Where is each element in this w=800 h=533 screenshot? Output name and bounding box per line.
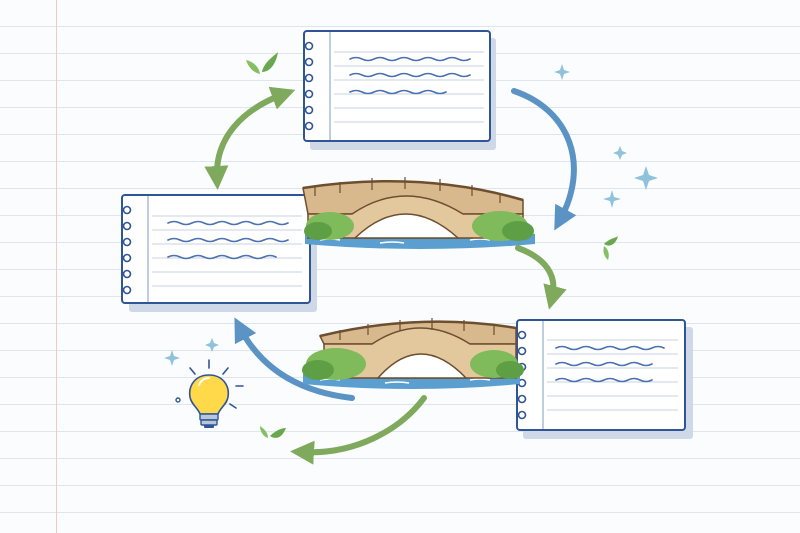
notebook-card-top: [303, 30, 496, 150]
arrow-bottom-curve-left: [290, 395, 427, 465]
leaf-icon: [603, 236, 618, 260]
sparkle-icon: [554, 64, 570, 80]
sparkle-icon: [613, 146, 627, 160]
arrow-top-to-left: [204, 86, 296, 190]
sparkle-icon: [603, 190, 621, 208]
lightbulb-icon: [175, 359, 244, 428]
notebook-margin-line: [56, 0, 57, 533]
leaf-icon: [246, 52, 278, 74]
sparkle-icon: [634, 166, 658, 190]
sparkle-icon: [164, 350, 180, 366]
bridge-illustration-top: [302, 177, 535, 249]
notebook-card-right: [516, 319, 693, 439]
leaf-icon: [260, 426, 286, 438]
arrow-bottom-to-left-card: [234, 317, 355, 401]
notebook-card-left: [121, 194, 317, 312]
arrow-top-to-right: [511, 88, 577, 231]
arrow-bridge-to-right-card: [515, 245, 567, 310]
bridge-illustration-bottom: [302, 318, 524, 389]
sparkle-icon: [205, 338, 219, 352]
